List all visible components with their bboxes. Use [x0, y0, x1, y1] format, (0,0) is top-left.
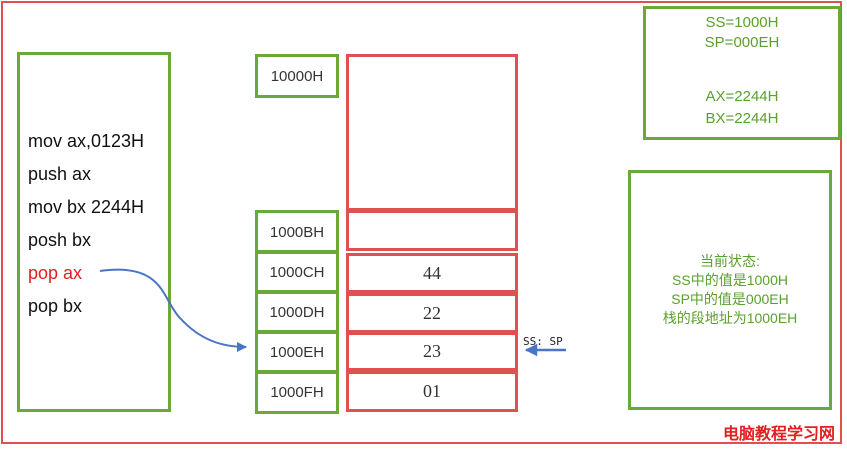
- address-1000BH: 1000BH: [255, 210, 339, 254]
- address-1000DH: 1000DH: [255, 290, 339, 334]
- register-ss: SS=1000H: [705, 14, 779, 31]
- stack-cell-1000DH: 22: [346, 293, 518, 333]
- watermark-text: 电脑教程学习网: [723, 426, 836, 443]
- state-sp: SP中的值是000EH: [671, 291, 789, 307]
- address-1000FH: 1000FH: [255, 370, 339, 414]
- state-ss: SS中的值是1000H: [672, 272, 788, 288]
- address-1000CH: 1000CH: [255, 250, 339, 294]
- stack-cell-1000CH: 44: [346, 253, 518, 293]
- code-line-5-highlighted: pop ax: [28, 263, 83, 283]
- diagram-frame: [1, 1, 842, 444]
- stack-cell-1000EH: 23: [346, 332, 518, 371]
- stack-upper-region: [346, 54, 518, 211]
- code-panel: mov ax,0123H push ax mov bx 2244H posh b…: [17, 52, 171, 412]
- stack-pointer-label: SS: SP: [523, 335, 563, 348]
- code-line-3: mov bx 2244H: [28, 197, 145, 217]
- stack-cell-1000FH: 01: [346, 371, 518, 412]
- state-segment: 栈的段地址为1000EH: [662, 310, 798, 326]
- code-line-6: pop bx: [28, 296, 83, 316]
- address-top: 10000H: [255, 54, 339, 98]
- registers-panel: SS=1000H SP=000EH AX=2244H BX=2244H: [643, 6, 841, 140]
- register-ax: AX=2244H: [705, 88, 779, 105]
- state-panel: 当前状态: SS中的值是1000H SP中的值是000EH 栈的段地址为1000…: [628, 170, 832, 410]
- code-line-2: push ax: [28, 164, 92, 184]
- code-line-4: posh bx: [28, 230, 92, 250]
- state-heading: 当前状态:: [700, 253, 760, 269]
- register-bx: BX=2244H: [705, 110, 779, 127]
- stack-cell-1000BH: [346, 210, 518, 251]
- address-1000EH: 1000EH: [255, 330, 339, 374]
- register-sp: SP=000EH: [704, 34, 780, 51]
- code-line-1: mov ax,0123H: [28, 131, 145, 151]
